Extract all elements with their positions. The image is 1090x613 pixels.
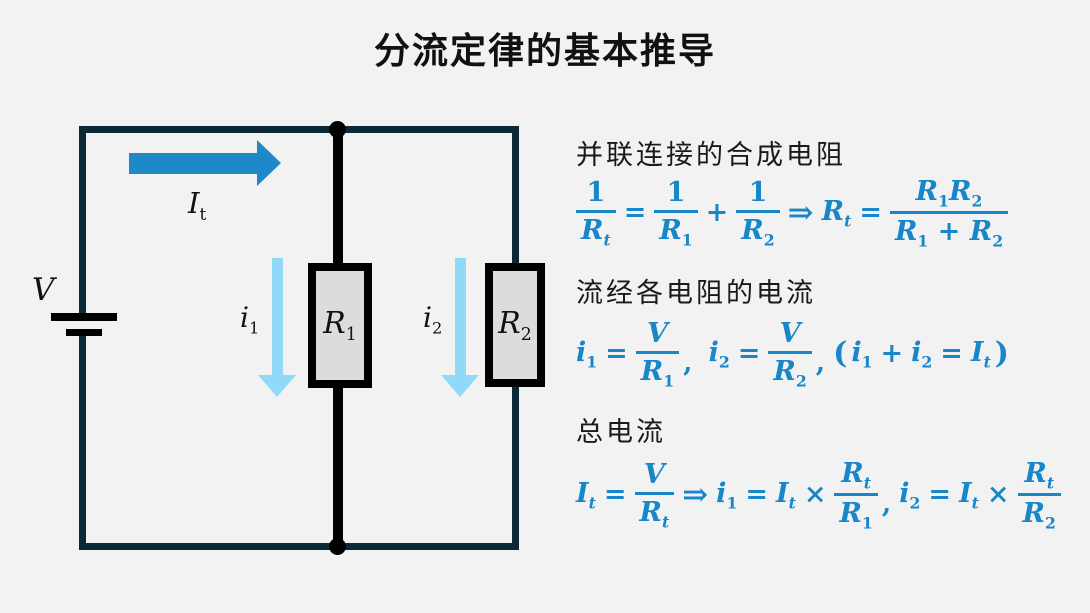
var-i1: i1 xyxy=(716,478,738,513)
comma: , xyxy=(881,488,892,520)
branch2-current-arrowhead-icon xyxy=(441,375,479,397)
branch1-current-arrow xyxy=(272,258,283,377)
var-i2: i2 xyxy=(899,478,921,513)
var-i2: i2 xyxy=(708,337,730,372)
fraction-r1r2-over-r1-plus-r2: R1R2 R1 + R2 xyxy=(889,176,1009,249)
branch2-current-arrow xyxy=(455,258,466,377)
equals-sign: = xyxy=(737,338,761,370)
resistor-r2: R2 xyxy=(485,263,545,387)
plus-sign: + xyxy=(880,338,904,370)
fraction-1-over-r1: 1 R1 xyxy=(654,177,698,248)
times-sign: × xyxy=(803,479,827,511)
var-rt: Rt xyxy=(821,196,852,231)
battery-plate-negative xyxy=(66,329,102,336)
implies-arrow-icon: ⇒ xyxy=(682,476,709,513)
var-i1: i1 xyxy=(851,337,873,372)
total-current-arrow xyxy=(129,153,257,174)
circuit-wire-loop xyxy=(79,126,519,550)
fraction-rt-over-r2: Rt R2 xyxy=(1017,458,1061,531)
page-title: 分流定律的基本推导 xyxy=(373,31,716,72)
equals-sign: = xyxy=(928,479,952,511)
close-paren: ) xyxy=(994,336,1009,372)
comma: , xyxy=(815,347,826,379)
r1-branch-wire-bottom xyxy=(333,388,343,547)
times-sign: × xyxy=(986,479,1010,511)
plus-sign: + xyxy=(705,197,729,229)
branch1-current-label: i1 xyxy=(240,301,260,338)
section-heading-total-current: 总电流 xyxy=(576,417,666,448)
var-i1: i1 xyxy=(576,337,598,372)
equals-sign: = xyxy=(745,479,768,511)
resistor-r2-label: R2 xyxy=(498,305,532,345)
open-paren: ( xyxy=(833,336,848,372)
section-heading-parallel-resistance: 并联连接的合成电阻 xyxy=(576,140,846,171)
equals-sign: = xyxy=(603,479,627,511)
battery-plate-positive xyxy=(51,313,117,321)
var-i2: i2 xyxy=(911,337,933,372)
formula-total-current: It = V Rt ⇒ i1 = It × Rt R1 , i2 = It × … xyxy=(576,458,1061,531)
fraction-1-over-rt: 1 Rt xyxy=(576,177,616,248)
fraction-v-over-rt: V Rt xyxy=(634,459,675,530)
fraction-rt-over-r1: Rt R1 xyxy=(834,458,878,531)
equals-sign: = xyxy=(623,197,647,229)
fraction-v-over-r1: V R1 xyxy=(635,318,680,389)
branch1-current-arrowhead-icon xyxy=(258,375,296,397)
equals-sign: = xyxy=(605,338,628,370)
total-current-label: It xyxy=(188,186,207,224)
section-heading-branch-currents: 流经各电阻的电流 xyxy=(576,278,816,309)
fraction-1-over-r2: 1 R2 xyxy=(736,177,780,248)
var-it: It xyxy=(576,478,596,513)
var-it: It xyxy=(775,478,796,513)
formula-parallel-resistance: 1 Rt = 1 R1 + 1 R2 ⇒ Rt = R1R2 R1 + R2 xyxy=(576,176,1009,249)
total-current-arrowhead-icon xyxy=(257,140,281,186)
formula-branch-currents: i1 = V R1 , i2 = V R2 , ( i1 + i2 = It ) xyxy=(576,318,1009,389)
resistor-r1: R1 xyxy=(308,263,372,388)
equals-sign: = xyxy=(940,338,963,370)
var-it: It xyxy=(970,337,991,372)
fraction-v-over-r2: V R2 xyxy=(768,318,812,389)
comma: , xyxy=(683,347,693,379)
implies-arrow-icon: ⇒ xyxy=(787,194,814,231)
branch2-current-label: i2 xyxy=(423,301,443,338)
voltage-source-label: V xyxy=(32,272,55,308)
var-it: It xyxy=(959,478,979,513)
resistor-r1-label: R1 xyxy=(323,306,357,345)
equals-sign: = xyxy=(859,197,882,229)
r1-branch-wire-top xyxy=(333,129,343,263)
